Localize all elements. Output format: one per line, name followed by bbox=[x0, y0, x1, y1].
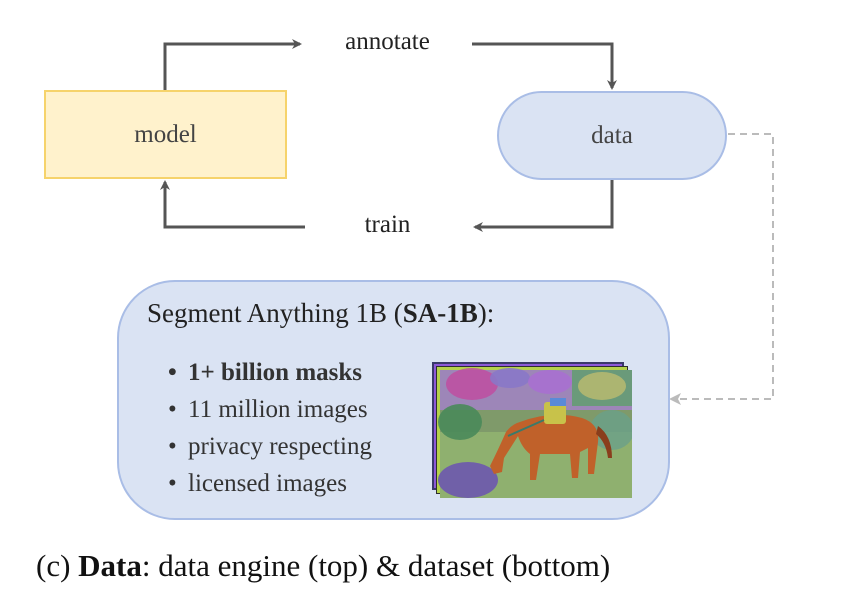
bullet-item: •licensed images bbox=[168, 470, 347, 497]
data-label: data bbox=[591, 121, 633, 149]
horse-image-front bbox=[438, 368, 632, 498]
annotate-arrow-right bbox=[472, 42, 617, 90]
bullet-item: •1+ billion masks bbox=[168, 359, 363, 386]
train-label: train bbox=[364, 211, 411, 238]
annotate-arrow-left bbox=[163, 39, 302, 90]
data-node bbox=[497, 91, 727, 180]
model-label: model bbox=[134, 120, 197, 148]
segmented-image-stack bbox=[432, 362, 632, 498]
dataset-bullet-list: •1+ billion masks •11 million images •pr… bbox=[168, 354, 372, 502]
bullet-item: •privacy respecting bbox=[168, 433, 372, 460]
figure-caption: (c) Data: data engine (top) & dataset (b… bbox=[36, 548, 611, 583]
annotate-label: annotate bbox=[345, 28, 430, 55]
train-arrow-right bbox=[473, 180, 614, 232]
dataset-dashed-arrow bbox=[669, 133, 774, 405]
bullet-item: •11 million images bbox=[168, 396, 368, 423]
model-node bbox=[44, 90, 287, 179]
train-arrow-left bbox=[160, 180, 305, 229]
dataset-title: Segment Anything 1B (SA-1B): bbox=[147, 298, 495, 328]
